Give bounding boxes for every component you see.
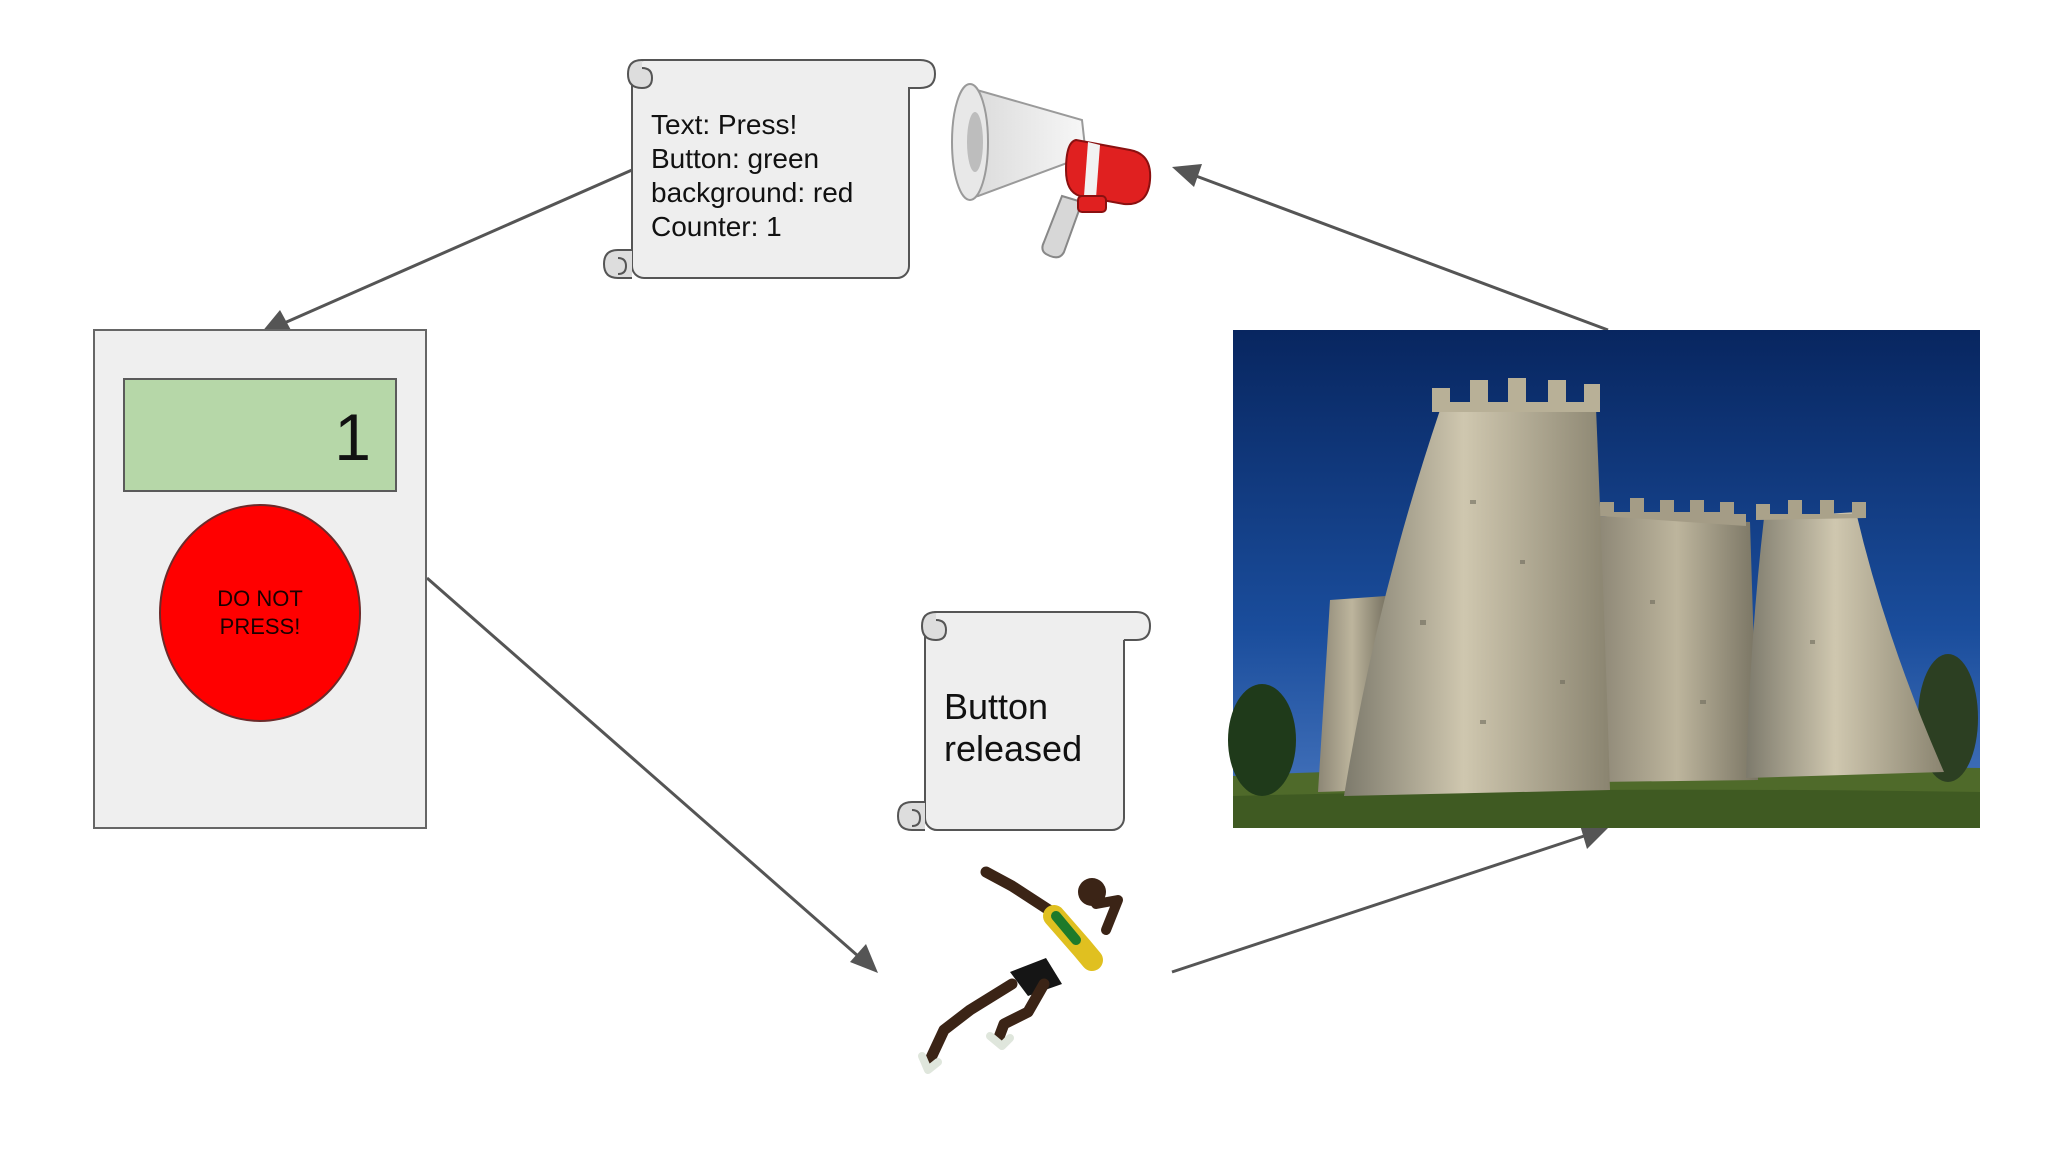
arrow-device-to-runner xyxy=(426,576,878,973)
do-not-press-button[interactable]: DO NOT PRESS! xyxy=(159,504,361,722)
counter-display: 1 xyxy=(123,378,397,492)
counter-value: 1 xyxy=(334,400,371,474)
button-label: DO NOT PRESS! xyxy=(217,586,303,639)
event-scroll xyxy=(896,611,1152,831)
megaphone-icon xyxy=(951,83,1152,259)
arrow-state-to-device xyxy=(261,168,633,333)
castle-icon xyxy=(1228,330,1980,828)
event-message-text: Button released xyxy=(944,686,1083,769)
sprinter-icon xyxy=(918,866,1123,1074)
arrow-castle-to-megaphone xyxy=(1172,164,1609,332)
arrow-runner-to-castle xyxy=(1171,825,1608,974)
state-scroll xyxy=(602,59,937,279)
state-message-text: Text: Press! Button: green background: r… xyxy=(651,109,854,242)
